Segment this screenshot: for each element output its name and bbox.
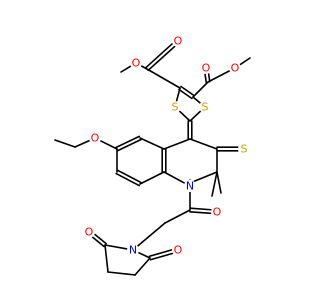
atom-label-oxygen: O bbox=[202, 62, 211, 75]
single-bond-line bbox=[136, 222, 166, 247]
single-bond-line bbox=[163, 138, 191, 150]
single-bond-line bbox=[139, 171, 165, 185]
atom-label-background bbox=[130, 57, 142, 69]
molecule-structure-diagram: O O O O S S S O N O N O O bbox=[54, 35, 251, 276]
single-bond-line bbox=[107, 271, 136, 276]
double-bond-line bbox=[91, 236, 105, 248]
double-bond-line bbox=[189, 207, 212, 211]
double-bond-line bbox=[204, 73, 208, 84]
single-bond-line bbox=[54, 139, 76, 148]
single-bond-line bbox=[164, 209, 191, 224]
double-bond-line bbox=[180, 85, 195, 97]
atom-label-background bbox=[172, 35, 184, 47]
single-bond-line bbox=[163, 171, 186, 184]
single-bond-line bbox=[211, 171, 218, 197]
double-bond-line bbox=[117, 169, 142, 184]
atom-label-background bbox=[211, 206, 223, 218]
atom-label-background bbox=[169, 101, 181, 113]
atom-label-oxygen: O bbox=[231, 62, 240, 75]
single-bond-line bbox=[189, 110, 202, 122]
atom-label-oxygen: O bbox=[132, 57, 141, 70]
double-bond-line bbox=[189, 210, 212, 215]
double-bond-line bbox=[149, 252, 174, 261]
single-bond-line bbox=[104, 244, 128, 250]
atom-label-background bbox=[184, 180, 196, 192]
single-bond-line bbox=[104, 244, 109, 273]
atom-label-background bbox=[229, 62, 241, 74]
double-bond-line bbox=[115, 172, 140, 187]
atom-label-sulfur: S bbox=[202, 101, 209, 114]
atom-labels-layer: O O O O S S S O N O N O O bbox=[83, 35, 250, 257]
single-bond-line bbox=[189, 138, 218, 150]
atom-label-oxygen: O bbox=[174, 244, 183, 257]
single-bond-line bbox=[178, 110, 191, 122]
double-bond-line bbox=[207, 72, 211, 83]
single-bond-line bbox=[189, 171, 218, 184]
atom-label-oxygen: O bbox=[91, 132, 100, 145]
bonds-layer bbox=[54, 42, 251, 276]
double-bond-line bbox=[115, 135, 141, 149]
double-bond-line bbox=[93, 233, 107, 245]
single-bond-line bbox=[140, 65, 148, 70]
double-bond-line bbox=[148, 249, 173, 258]
double-bond-line bbox=[144, 42, 174, 69]
atom-label-sulfur: S bbox=[172, 101, 179, 114]
single-bond-line bbox=[146, 68, 181, 89]
double-bond-line bbox=[178, 88, 193, 100]
atom-label-oxygen: O bbox=[174, 35, 183, 48]
double-bond-line bbox=[116, 138, 142, 152]
atom-label-oxygen: O bbox=[213, 206, 222, 219]
single-bond-line bbox=[139, 137, 165, 150]
atom-label-background bbox=[199, 101, 211, 113]
single-bond-line bbox=[207, 69, 231, 83]
single-bond-line bbox=[74, 139, 91, 148]
single-bond-line bbox=[99, 139, 118, 150]
single-bond-line bbox=[239, 57, 251, 66]
single-bond-line bbox=[137, 251, 151, 259]
atom-label-background bbox=[200, 62, 212, 74]
atom-label-background bbox=[127, 244, 139, 256]
single-bond-line bbox=[192, 96, 202, 104]
single-bond-line bbox=[216, 171, 222, 194]
atom-label-nitrogen: N bbox=[129, 244, 137, 257]
single-bond-line bbox=[192, 81, 209, 98]
double-bond-line bbox=[147, 45, 176, 72]
atom-label-background bbox=[83, 226, 95, 238]
atom-label-background bbox=[238, 143, 250, 155]
atom-label-sulfur: S bbox=[241, 143, 248, 156]
atom-label-background bbox=[172, 244, 184, 256]
single-bond-line bbox=[120, 65, 132, 73]
single-bond-line bbox=[175, 87, 181, 102]
atom-label-oxygen: O bbox=[85, 226, 94, 239]
single-bond-line bbox=[134, 257, 151, 276]
atom-label-nitrogen: N bbox=[186, 180, 194, 193]
atom-label-background bbox=[89, 132, 101, 144]
